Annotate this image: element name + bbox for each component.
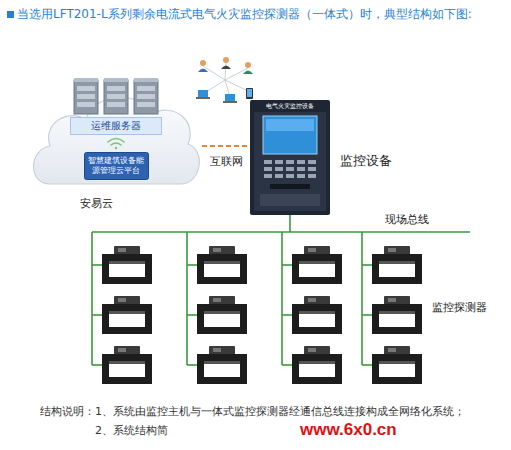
panel-face bbox=[254, 112, 326, 211]
server-icon bbox=[74, 78, 98, 114]
bus-stub bbox=[187, 314, 197, 316]
cloud-platform: 运维服务器智慧建筑设备能源管理云平台安易云 bbox=[30, 62, 202, 192]
watermark-slot: www.6x0.cn bbox=[300, 420, 397, 440]
device-outline bbox=[250, 100, 330, 215]
box-label-slot: 运维服务器 bbox=[70, 117, 162, 135]
bus-branch bbox=[281, 232, 283, 365]
detector-symbol bbox=[372, 296, 422, 334]
panel-frame bbox=[250, 100, 330, 215]
box-label: 运维服务器 bbox=[91, 120, 141, 132]
cloud-heading: 安易云 bbox=[80, 196, 113, 211]
bus-label: 现场总线 bbox=[385, 212, 429, 227]
server-icon bbox=[104, 78, 128, 114]
phone-icon bbox=[246, 88, 253, 99]
bus-stub bbox=[362, 264, 372, 266]
device-heading-slot: 监控设备 bbox=[340, 152, 392, 170]
detector-symbol bbox=[102, 296, 152, 334]
detector-symbol bbox=[197, 346, 247, 384]
user-figure bbox=[221, 57, 231, 69]
user-figure bbox=[243, 62, 253, 74]
bus-stub bbox=[282, 364, 292, 366]
laptop-icon bbox=[196, 90, 210, 99]
screen-glare bbox=[266, 119, 314, 131]
caption-line-slot: 2、系统结构简 bbox=[95, 424, 168, 438]
bus-stub bbox=[92, 364, 102, 366]
bus-stub bbox=[282, 264, 292, 266]
caption-text: 结构说明：1、系统由监控主机与一体式监控探测器经通信总线连接构成全网络化系统； bbox=[40, 405, 465, 419]
box-label: 智慧建筑设备能源管理云平台 bbox=[88, 156, 145, 176]
internet-link bbox=[202, 145, 250, 147]
bus-branch bbox=[186, 232, 188, 365]
server-box: 运维服务器 bbox=[70, 117, 162, 135]
laptop-icon bbox=[223, 94, 237, 103]
bus-stub bbox=[187, 264, 197, 266]
server-icon bbox=[134, 78, 158, 114]
bus-label-slot: 现场总线 bbox=[385, 212, 429, 227]
detector-symbol bbox=[102, 346, 152, 384]
watermark: www.6x0.cn bbox=[300, 420, 397, 440]
cloud-heading-slot: 安易云 bbox=[80, 196, 113, 211]
bus-stub bbox=[282, 314, 292, 316]
caption-text-slot: 结构说明：1、系统由监控主机与一体式监控探测器经通信总线连接构成全网络化系统； bbox=[40, 405, 465, 419]
bus-stub bbox=[92, 314, 102, 316]
detector-symbol bbox=[372, 346, 422, 384]
device-caption-slot: 电气火灾监控设备 bbox=[250, 102, 330, 110]
box-fill bbox=[71, 118, 162, 135]
device-heading: 监控设备 bbox=[340, 152, 392, 170]
printer-slot bbox=[270, 184, 310, 189]
detector-symbol bbox=[292, 296, 342, 334]
detector-symbol bbox=[197, 246, 247, 284]
title-text: 当选用LFT201-L系列剩余电流式电气火灾监控探测器（一体式）时，典型结构如下… bbox=[17, 6, 472, 22]
panel-base bbox=[260, 194, 320, 206]
box-fill bbox=[84, 153, 148, 180]
detector-symbol bbox=[102, 246, 152, 284]
bus-stub bbox=[187, 364, 197, 366]
wifi-icon bbox=[108, 139, 124, 150]
detector-label-slot: 监控探测器 bbox=[432, 300, 487, 315]
detector-symbol bbox=[372, 246, 422, 284]
field-bus bbox=[92, 231, 470, 233]
edge-label: 互联网 bbox=[209, 154, 244, 169]
caption-line: 2、系统结构简 bbox=[95, 424, 168, 438]
detector-symbol bbox=[292, 246, 342, 284]
edge-label-slot: 互联网 bbox=[209, 154, 244, 169]
detector-symbol bbox=[197, 296, 247, 334]
panel-screen bbox=[263, 116, 317, 154]
monitor-device: 电气火灾监控设备监控设备 bbox=[250, 100, 330, 215]
bus-stub bbox=[362, 364, 372, 366]
detector-label: 监控探测器 bbox=[432, 300, 487, 315]
bus-drop bbox=[289, 215, 291, 232]
device-caption: 电气火灾监控设备 bbox=[250, 102, 330, 110]
panel-keys bbox=[264, 160, 316, 178]
title-bullet bbox=[7, 11, 14, 18]
title-text-slot: 当选用LFT201-L系列剩余电流式电气火灾监控探测器（一体式）时，典型结构如下… bbox=[17, 6, 472, 22]
bus-branch bbox=[91, 232, 93, 365]
detector-symbol bbox=[292, 346, 342, 384]
user-figure bbox=[198, 60, 208, 72]
bus-branch bbox=[361, 232, 363, 365]
bus-stub bbox=[92, 264, 102, 266]
bus-stub bbox=[362, 314, 372, 316]
user-icons bbox=[203, 63, 250, 97]
platform-box: 智慧建筑设备能源管理云平台 bbox=[84, 152, 149, 180]
box-label-slot: 智慧建筑设备能源管理云平台 bbox=[84, 152, 149, 180]
